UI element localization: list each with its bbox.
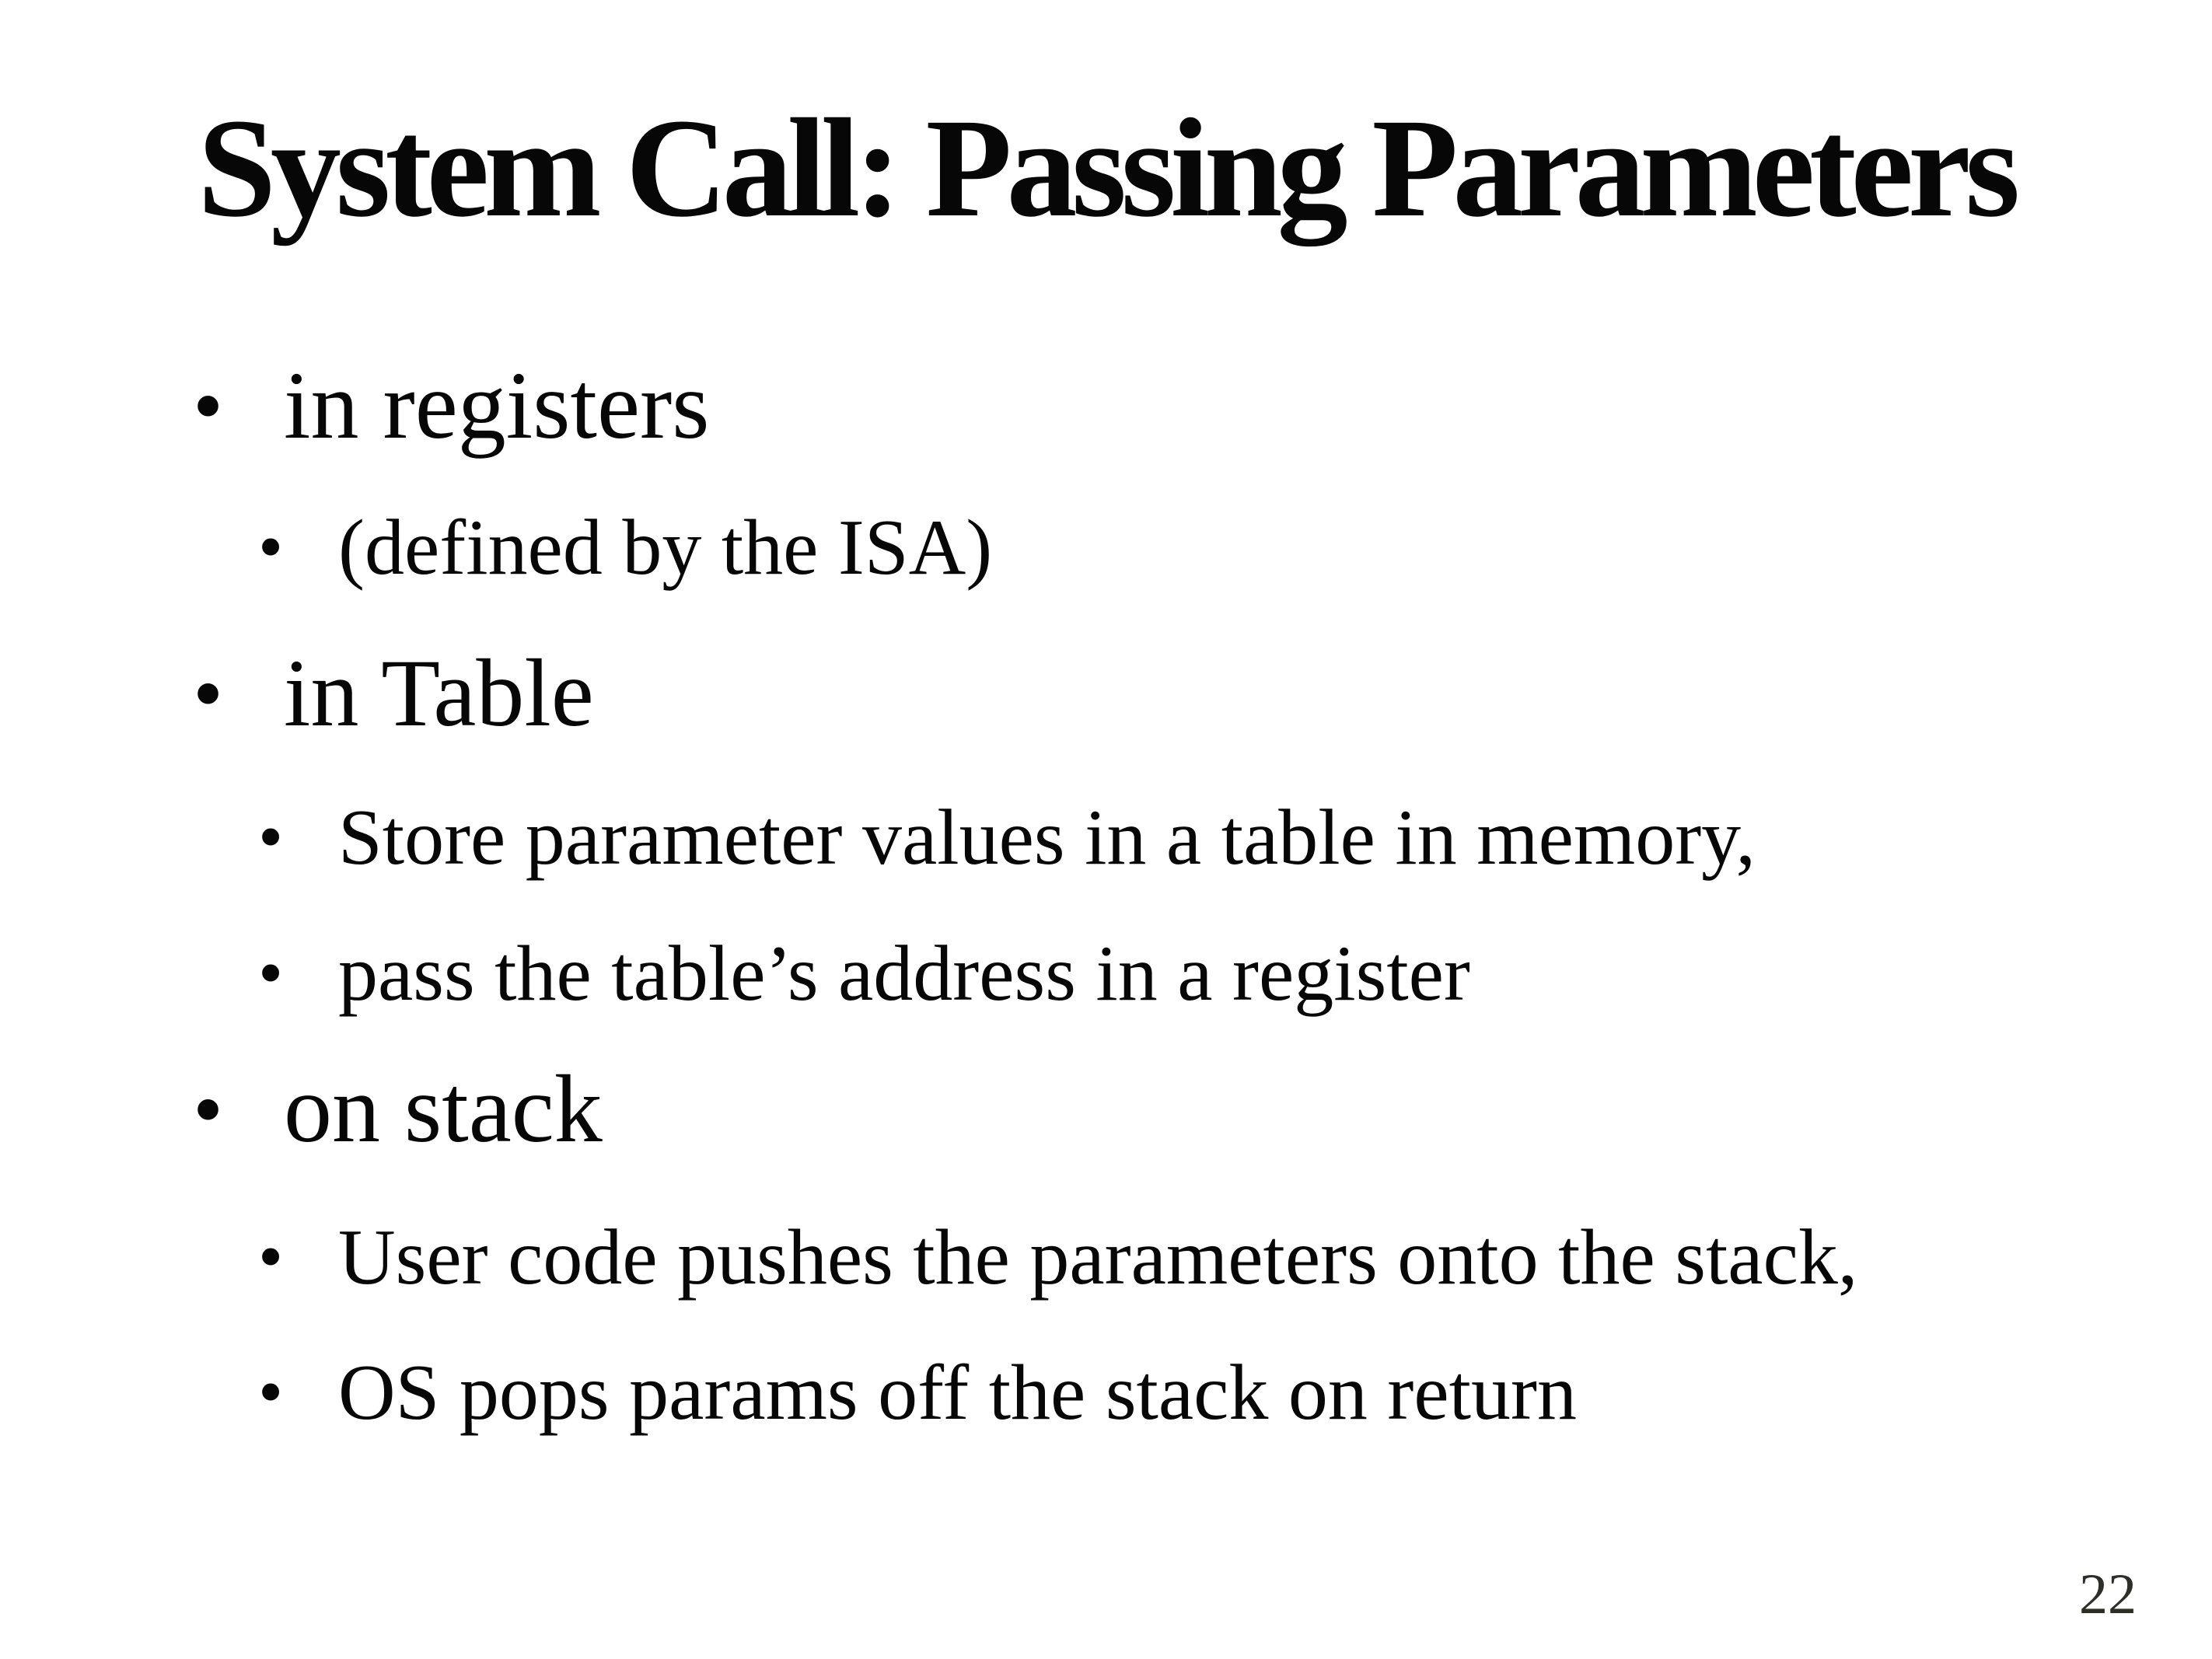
bullet-icon: • [258, 797, 284, 877]
bullet-text: Store parameter values in a table in mem… [338, 794, 1756, 882]
page-number: 22 [2079, 1563, 2137, 1626]
bullet-item-in-registers: • in registers [193, 358, 710, 454]
bullet-text: in Table [284, 640, 594, 746]
sub-bullet-os-pops-params: • OS pops params off the stack on return [258, 1353, 1577, 1433]
bullet-icon: • [258, 1217, 284, 1297]
bullet-text: in registers [284, 352, 710, 459]
bullet-item-in-table: • in Table [193, 645, 594, 742]
bullet-text: User code pushes the parameters onto the… [338, 1214, 1858, 1301]
bullet-text: OS pops params off the stack on return [338, 1349, 1577, 1437]
sub-bullet-store-parameter-values: • Store parameter values in a table in m… [258, 798, 1756, 878]
slide-title: System Call: Passing Parameters [197, 90, 2020, 246]
bullet-text: on stack [284, 1056, 603, 1162]
bullet-item-on-stack: • on stack [193, 1061, 603, 1158]
sub-bullet-user-code-pushes: • User code pushes the parameters onto t… [258, 1218, 1857, 1298]
bullet-icon: • [258, 507, 284, 587]
bullet-text: pass the table’s address in a register [338, 930, 1470, 1018]
bullet-icon: • [193, 645, 224, 742]
bullet-icon: • [258, 933, 284, 1013]
sub-bullet-defined-by-isa: • (defined by the ISA) [258, 508, 992, 588]
bullet-icon: • [193, 1061, 224, 1158]
bullet-icon: • [258, 1352, 284, 1432]
bullet-text: (defined by the ISA) [338, 504, 993, 592]
sub-bullet-pass-table-address: • pass the table’s address in a register [258, 934, 1470, 1014]
bullet-icon: • [193, 358, 224, 454]
